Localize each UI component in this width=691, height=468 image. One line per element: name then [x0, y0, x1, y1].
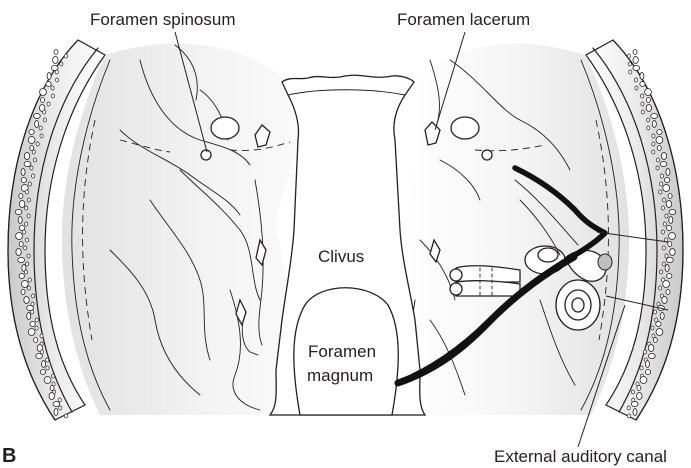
- panel-letter: B: [2, 445, 16, 467]
- label-foramen-magnum-line1: Foramen: [308, 342, 376, 361]
- label-foramen-spinosum: Foramen spinosum: [90, 10, 236, 29]
- label-clivus: Clivus: [318, 247, 364, 266]
- label-foramen-magnum-line2: magnum: [307, 366, 373, 385]
- label-foramen-lacerum: Foramen lacerum: [397, 10, 530, 29]
- label-external-auditory-canal: External auditory canal: [494, 447, 667, 466]
